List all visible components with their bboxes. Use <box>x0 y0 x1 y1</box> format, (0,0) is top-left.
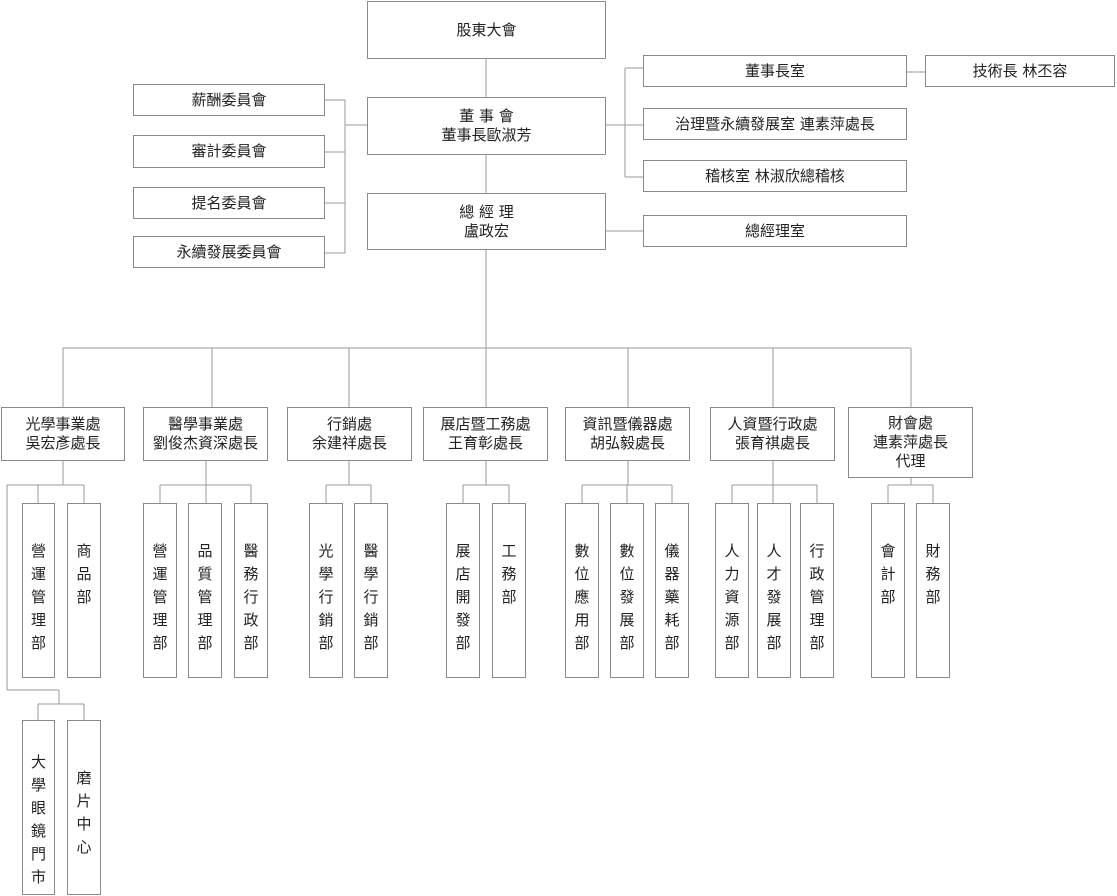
unit-lens-grinding-center: 磨片中心 <box>67 720 101 895</box>
gm-name: 盧政宏 <box>463 221 509 240</box>
dept-human-resources: 人力資源部 <box>715 503 749 678</box>
dept-medical-quality: 品質管理部 <box>188 503 222 678</box>
committee-sustainability: 永續發展委員會 <box>133 236 325 268</box>
dept-talent-development: 人才發展部 <box>757 503 791 678</box>
dept-optical-operations: 營運管理部 <box>22 503 55 678</box>
board-title: 董 事 會 <box>459 107 514 125</box>
gm-title: 總 經 理 <box>459 202 514 221</box>
chairman-office-box: 董事長室 <box>643 55 907 87</box>
division-it-instruments: 資訊暨儀器處 胡弘毅處長 <box>565 407 690 461</box>
committee-nomination: 提名委員會 <box>133 187 325 219</box>
board-box: 董 事 會 董事長歐淑芳 <box>367 97 606 155</box>
division-store-dev: 展店暨工務處 王育彰處長 <box>423 407 548 461</box>
dept-medical-operations: 營運管理部 <box>143 503 177 678</box>
gm-office-box: 總經理室 <box>643 215 907 247</box>
dept-medical-admin: 醫務行政部 <box>234 503 268 678</box>
shareholders-label: 股東大會 <box>456 20 517 39</box>
division-finance: 財會處 連素萍處長 代理 <box>848 407 973 478</box>
division-medical: 醫學事業處 劉俊杰資深處長 <box>143 407 268 461</box>
dept-digital-development: 數位發展部 <box>610 503 644 678</box>
unit-university-optical-store: 大學眼鏡門市 <box>22 720 55 895</box>
dept-optical-marketing: 光學行銷部 <box>309 503 343 678</box>
dept-finance: 財務部 <box>916 503 950 678</box>
board-chair: 董事長歐淑芳 <box>441 126 532 144</box>
dept-digital-application: 數位應用部 <box>565 503 599 678</box>
shareholders-box: 股東大會 <box>367 1 606 59</box>
dept-accounting: 會計部 <box>871 503 905 678</box>
division-marketing: 行銷處 余建祥處長 <box>287 407 412 461</box>
division-hr-admin: 人資暨行政處 張育祺處長 <box>710 407 835 461</box>
dept-store-development: 展店開發部 <box>446 503 480 678</box>
gm-box: 總 經 理 盧政宏 <box>367 193 606 250</box>
dept-medical-marketing: 醫學行銷部 <box>354 503 388 678</box>
dept-optical-products: 商品部 <box>67 503 101 678</box>
cto-box: 技術長 林丕容 <box>925 55 1115 87</box>
committee-audit: 審計委員會 <box>133 135 325 168</box>
division-optical: 光學事業處 吳宏彥處長 <box>1 407 125 461</box>
dept-engineering: 工務部 <box>492 503 526 678</box>
dept-instruments-consumables: 儀器藥耗部 <box>655 503 689 678</box>
audit-office-box: 稽核室 林淑欣總稽核 <box>643 160 907 192</box>
committee-compensation: 薪酬委員會 <box>133 84 325 116</box>
dept-administration: 行政管理部 <box>800 503 834 678</box>
governance-office-box: 治理暨永續發展室 連素萍處長 <box>643 108 907 140</box>
